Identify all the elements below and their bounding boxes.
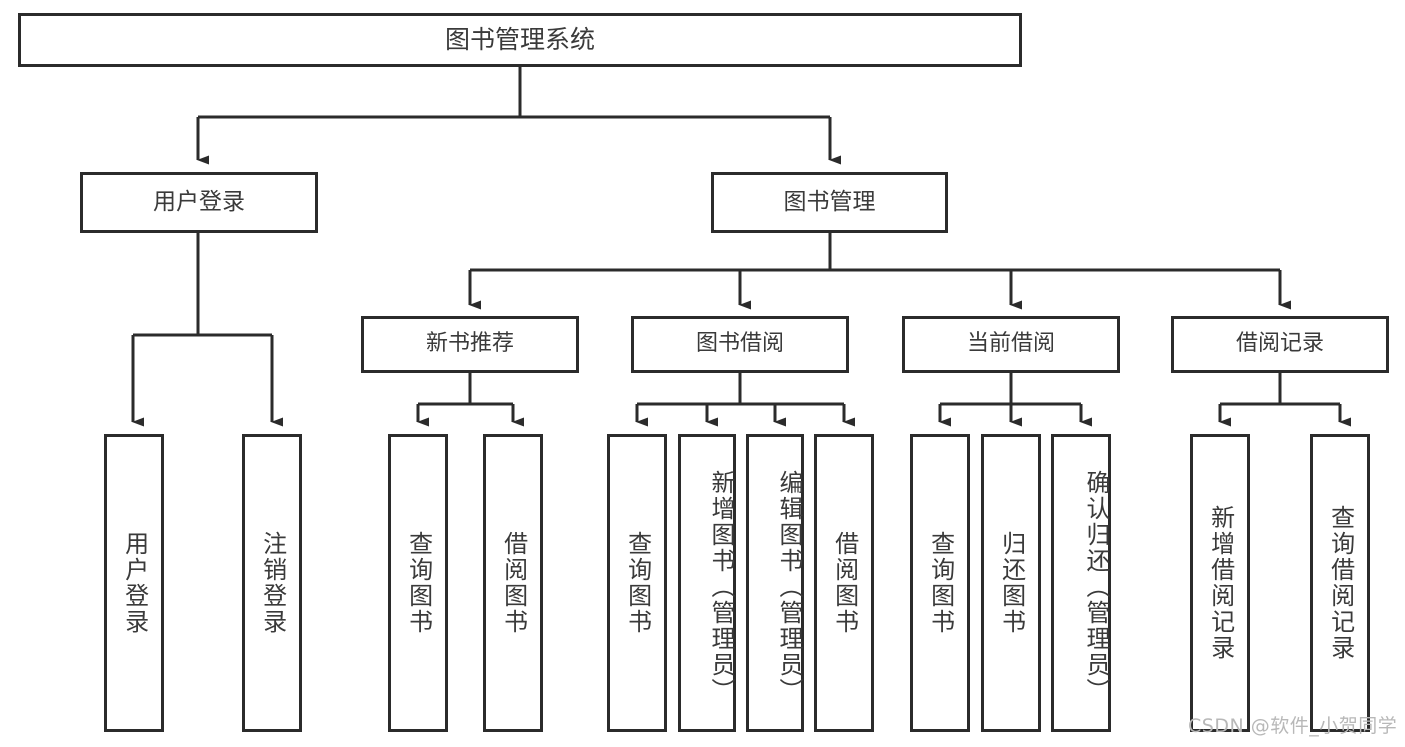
csdn-watermark: CSDN @软件_小贺同学: [1188, 715, 1398, 737]
node-current-borrow[interactable]: 当前借阅: [902, 316, 1120, 373]
node-book-borrow[interactable]: 图书借阅: [631, 316, 849, 373]
node-leaf-confirm-return-admin[interactable]: 确认归还（管理员）: [1051, 434, 1111, 732]
node-leaf-query-borrow-record[interactable]: 查询借阅记录: [1310, 434, 1370, 732]
node-leaf-borrow-book-1[interactable]: 借阅图书: [483, 434, 543, 732]
node-leaf-add-borrow-record[interactable]: 新增借阅记录: [1190, 434, 1250, 732]
node-user-login[interactable]: 用户登录: [80, 172, 318, 233]
node-leaf-logout-login[interactable]: 注销登录: [242, 434, 302, 732]
node-root-system[interactable]: 图书管理系统: [18, 13, 1022, 67]
node-leaf-query-book-2[interactable]: 查询图书: [607, 434, 667, 732]
node-book-management[interactable]: 图书管理: [711, 172, 948, 233]
node-leaf-edit-book-admin[interactable]: 编辑图书（管理员）: [746, 434, 804, 732]
node-leaf-return-book[interactable]: 归还图书: [981, 434, 1041, 732]
node-leaf-query-book-3[interactable]: 查询图书: [910, 434, 970, 732]
node-leaf-user-login[interactable]: 用户登录: [104, 434, 164, 732]
node-leaf-add-book-admin[interactable]: 新增图书（管理员）: [678, 434, 736, 732]
node-borrow-record[interactable]: 借阅记录: [1171, 316, 1389, 373]
node-leaf-query-book-1[interactable]: 查询图书: [388, 434, 448, 732]
node-leaf-borrow-book-2[interactable]: 借阅图书: [814, 434, 874, 732]
node-new-book-recommend[interactable]: 新书推荐: [361, 316, 579, 373]
